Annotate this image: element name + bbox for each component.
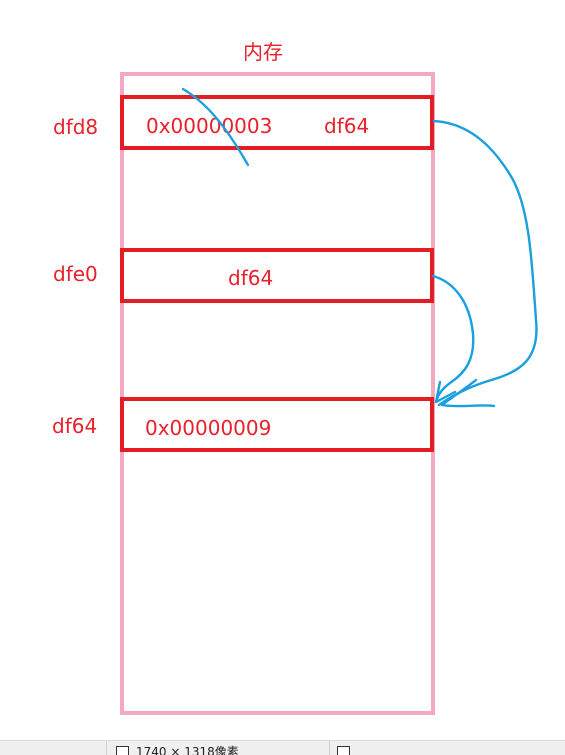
image-size-icon xyxy=(116,746,129,755)
status-divider xyxy=(329,741,330,755)
arrowhead xyxy=(440,378,496,408)
status-bar: 1740 × 1318像素 xyxy=(0,740,565,755)
address-label-dfe0: dfe0 xyxy=(53,262,98,286)
address-label-dfd8: dfd8 xyxy=(53,115,99,139)
cell-pointer: df64 xyxy=(324,114,370,138)
status-divider xyxy=(106,741,107,755)
file-size-icon xyxy=(337,746,350,755)
address-label-df64: df64 xyxy=(52,414,98,438)
memory-title: 内存 xyxy=(243,40,283,64)
strike-line xyxy=(181,87,250,167)
image-dimensions: 1740 × 1318像素 xyxy=(136,745,239,755)
memory-cell-df64 xyxy=(120,397,434,452)
cell-value: 0x00000009 xyxy=(145,416,272,440)
memory-box xyxy=(120,72,435,715)
arrow-dfe0-to-df64 xyxy=(431,274,475,404)
arrowhead xyxy=(434,380,457,404)
memory-cell-dfd8 xyxy=(120,95,434,150)
cell-value: 0x00000003 xyxy=(146,114,273,138)
cell-pointer: df64 xyxy=(228,266,274,290)
arrow-dfd8-to-df64 xyxy=(432,119,538,407)
